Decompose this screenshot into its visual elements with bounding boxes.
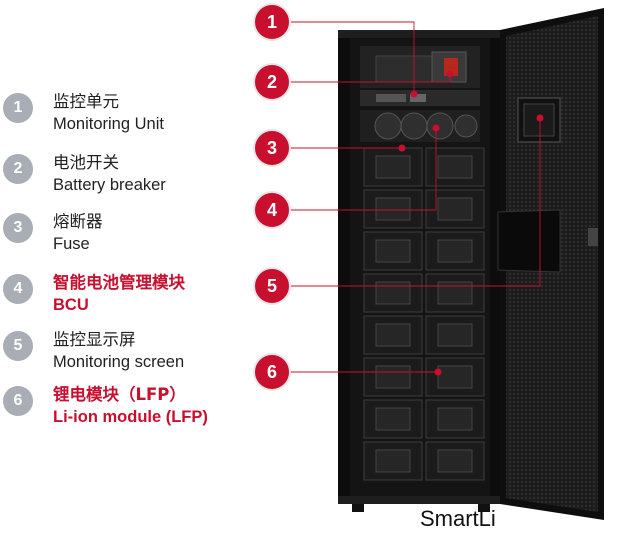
- battery-module-grid: [363, 147, 485, 481]
- legend-item-fuse: 3 熔断器 Fuse: [0, 212, 240, 257]
- legend-number-badge: 1: [3, 93, 33, 123]
- monitoring-panel: [360, 46, 480, 106]
- legend-label-zh: 监控显示屏: [53, 330, 136, 349]
- callout-badge-1: 1: [253, 3, 291, 41]
- legend-number-badge: 3: [3, 213, 33, 243]
- leader-line-4: [290, 128, 437, 211]
- product-caption: SmartLi: [420, 506, 496, 531]
- fuse-row: [360, 110, 480, 142]
- callout-leader-lines: [290, 21, 541, 373]
- legend-item-bcu: 4 智能电池管理模块 BCU: [0, 273, 240, 318]
- callout-badge-5: 5: [253, 267, 291, 305]
- legend-number-badge: 5: [3, 331, 33, 361]
- callout-badge-4: 4: [253, 191, 291, 229]
- battery-module-row: [363, 231, 485, 271]
- target-dot-1: [410, 90, 418, 98]
- legend-item-li-ion-module: 6 锂电模块（LFP） Li-ion module (LFP): [0, 385, 240, 430]
- target-dot-6: [434, 368, 442, 376]
- battery-module-row: [363, 357, 485, 397]
- legend-label-zh: 智能电池管理模块: [53, 273, 185, 292]
- legend-label-zh: 监控单元: [53, 92, 119, 111]
- legend-label-en: BCU: [53, 296, 89, 314]
- legend-label-zh: 锂电模块（LFP）: [53, 385, 186, 404]
- legend-label-zh: 电池开关: [53, 153, 119, 172]
- callout-badge-3: 3: [253, 129, 291, 167]
- target-dot-5: [536, 114, 544, 122]
- battery-module-row: [363, 441, 485, 481]
- callout-target-dots: [398, 70, 544, 376]
- callout-number: 5: [267, 276, 277, 296]
- callout-number: 4: [267, 200, 277, 220]
- legend-label-en: Monitoring screen: [53, 353, 185, 371]
- target-dot-4: [432, 124, 440, 132]
- legend-item-battery-breaker: 2 电池开关 Battery breaker: [0, 153, 240, 198]
- legend-label-en: Fuse: [53, 235, 90, 253]
- callout-badge-6: 6: [253, 353, 291, 391]
- legend-label-zh: 熔断器: [53, 212, 103, 231]
- leader-line-5: [290, 118, 541, 287]
- legend-label-en: Monitoring Unit: [53, 115, 164, 133]
- legend-item-monitoring-unit: 1 监控单元 Monitoring Unit: [0, 92, 240, 137]
- target-dot-2: [446, 70, 454, 78]
- legend-number-badge: 6: [3, 386, 33, 416]
- legend-label-en: Li-ion module (LFP): [53, 408, 208, 426]
- legend-number-badge: 4: [3, 274, 33, 304]
- callout-number: 2: [267, 72, 277, 92]
- battery-module-row: [363, 273, 485, 313]
- cabinet-door: [497, 8, 604, 520]
- leader-line-1: [290, 21, 415, 92]
- callout-badges: 1 2 3 4 5 6: [253, 3, 291, 391]
- callout-number: 6: [267, 362, 277, 382]
- legend-number-badge: 2: [3, 154, 33, 184]
- battery-module-row: [363, 315, 485, 355]
- callout-badge-2: 2: [253, 63, 291, 101]
- legend-item-monitoring-screen: 5 监控显示屏 Monitoring screen: [0, 330, 240, 375]
- battery-module-row: [363, 399, 485, 439]
- legend-label-en: Battery breaker: [53, 176, 166, 194]
- target-dot-3: [398, 144, 406, 152]
- callout-number: 1: [267, 12, 277, 32]
- callout-number: 3: [267, 138, 277, 158]
